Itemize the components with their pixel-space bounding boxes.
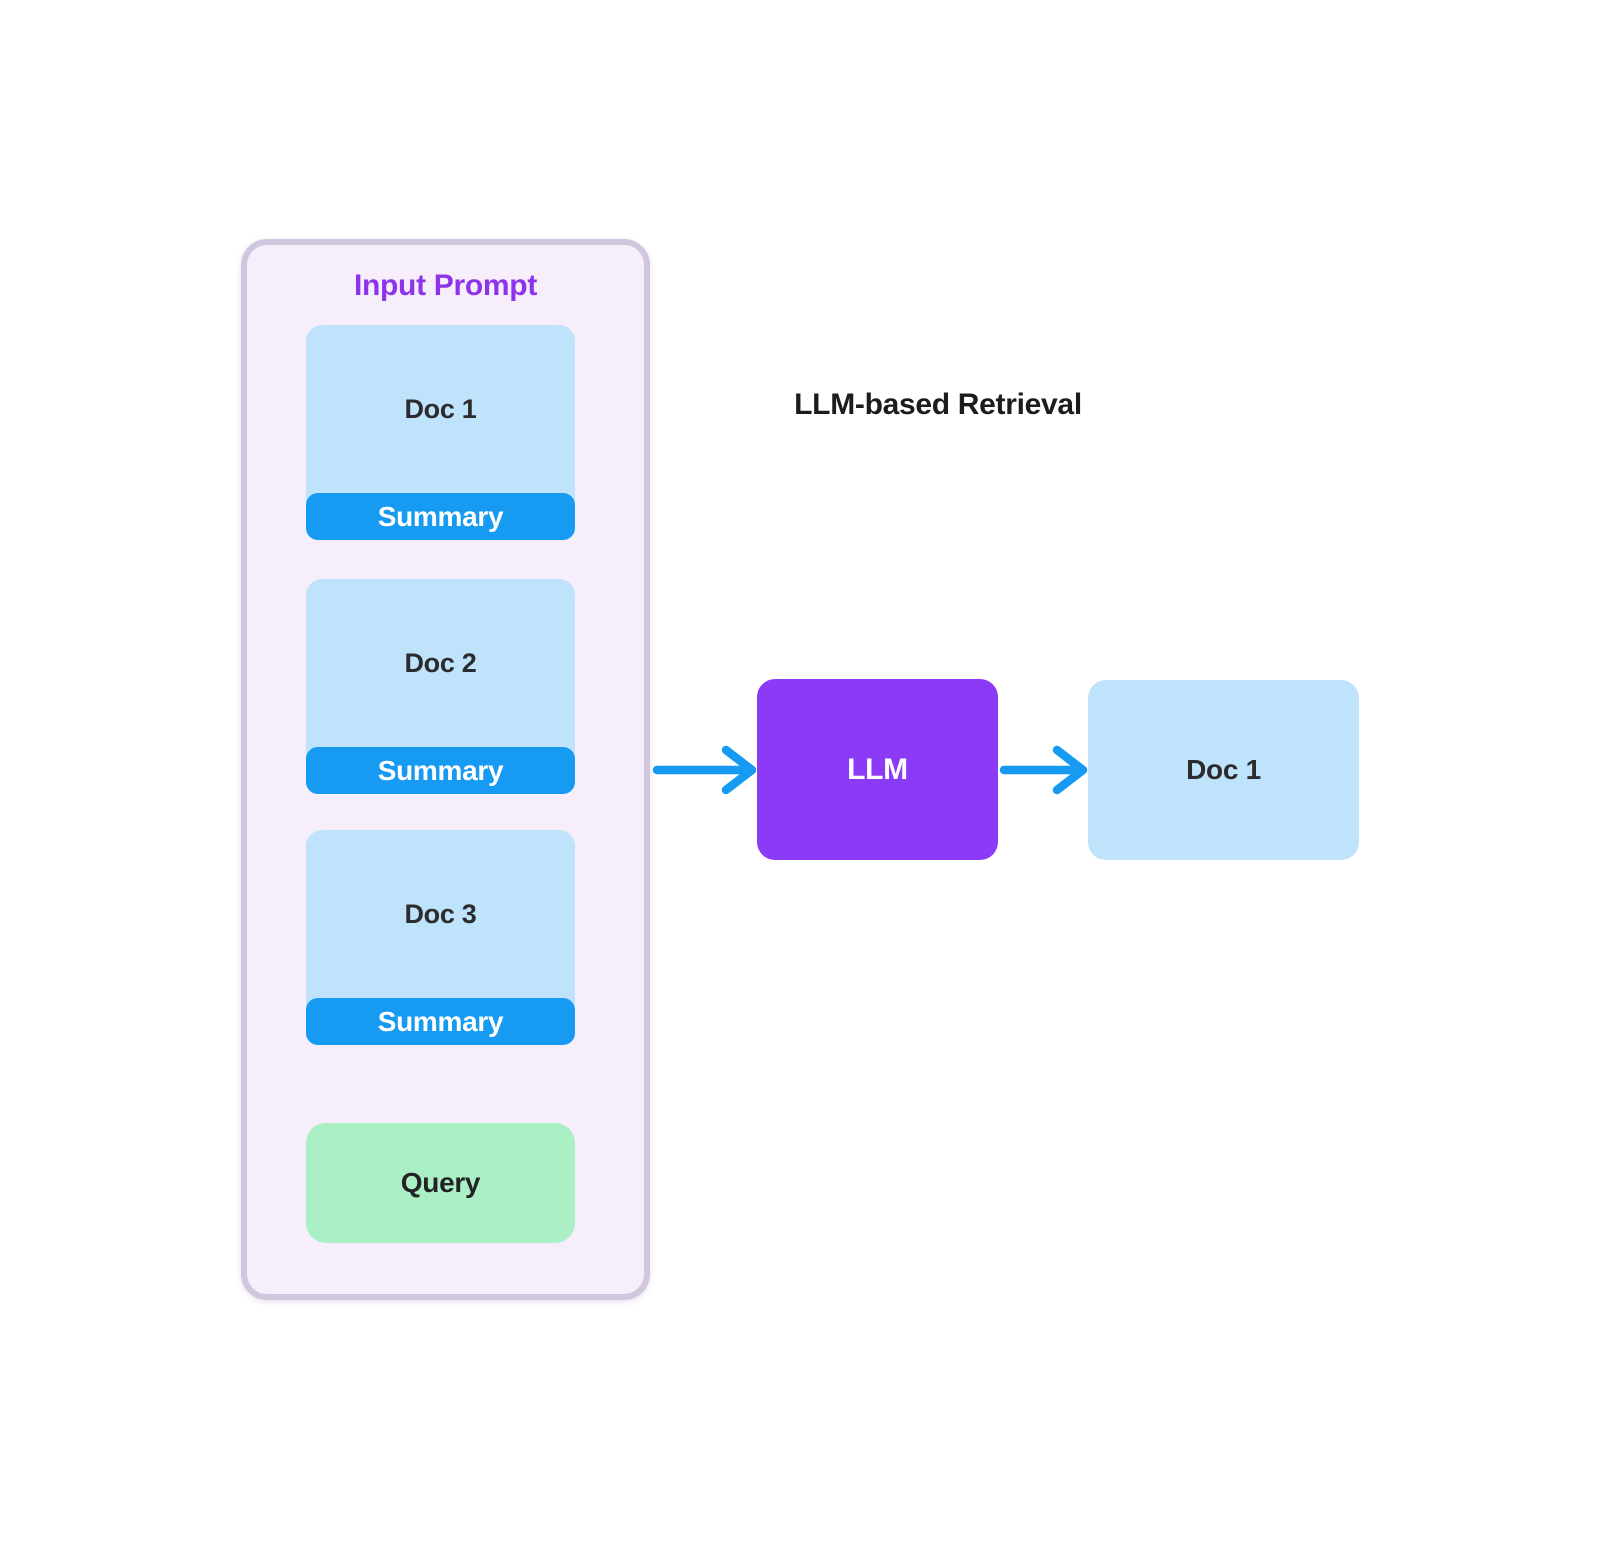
arrow-right-icon-input-to-llm: [652, 745, 757, 795]
doc-1-summary-badge: Summary: [306, 493, 575, 540]
input-prompt-panel: Input Prompt Doc 1 Summary Doc 2 Summary…: [241, 239, 650, 1300]
doc-3-card: Doc 3 Summary: [306, 830, 575, 1045]
llm-node: LLM: [757, 679, 998, 860]
doc-1-label: Doc 1: [404, 393, 477, 424]
output-doc-node: Doc 1: [1088, 680, 1359, 860]
doc-3-summary-badge: Summary: [306, 998, 575, 1045]
doc-3-label: Doc 3: [404, 898, 477, 929]
input-prompt-title: Input Prompt: [353, 269, 538, 302]
query-card: Query: [306, 1123, 575, 1243]
doc-2-card: Doc 2 Summary: [306, 579, 575, 794]
doc-2-summary-badge: Summary: [306, 747, 575, 794]
doc-2-label: Doc 2: [404, 647, 477, 678]
doc-1-card: Doc 1 Summary: [306, 325, 575, 540]
arrow-right-icon-llm-to-output: [999, 745, 1088, 795]
diagram-heading: LLM-based Retrieval: [794, 388, 1082, 421]
